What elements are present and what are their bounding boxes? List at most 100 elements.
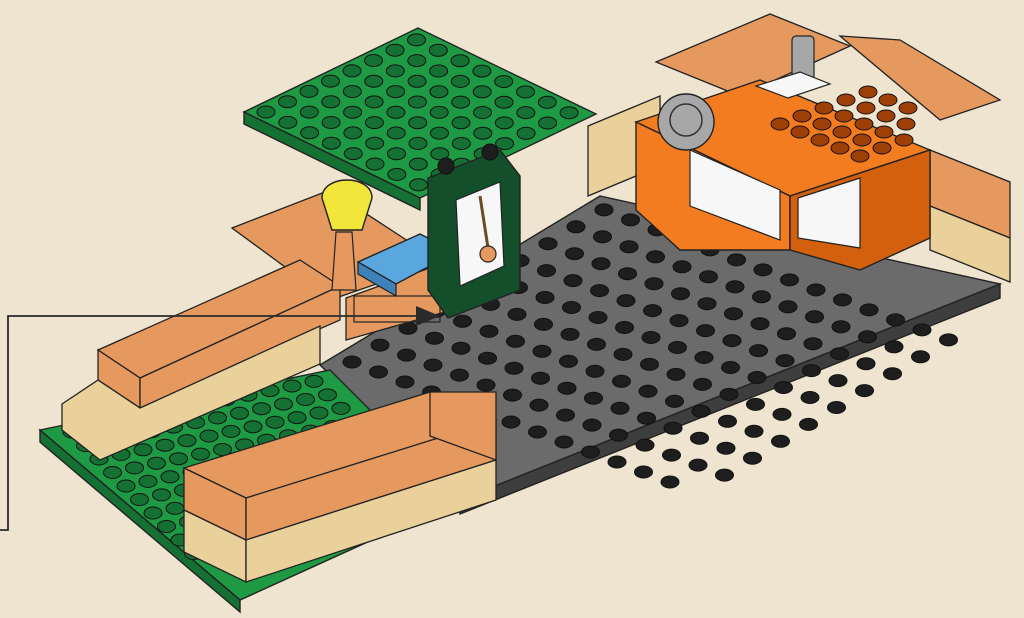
stud [751, 318, 769, 330]
stud [670, 315, 688, 327]
stud [748, 372, 766, 384]
stud [139, 475, 157, 487]
stud [366, 137, 384, 149]
stud [616, 322, 634, 334]
stud [800, 418, 818, 430]
stud [343, 86, 361, 98]
stud [398, 349, 416, 361]
stud [595, 204, 613, 216]
stud [645, 278, 663, 290]
stud [244, 421, 262, 433]
stud [161, 471, 179, 483]
stud [507, 335, 525, 347]
stud [300, 85, 318, 97]
stud [793, 110, 811, 122]
stud [371, 339, 389, 351]
stud [431, 127, 449, 139]
stud [635, 466, 653, 478]
stud [828, 402, 846, 414]
stud [538, 265, 556, 277]
stud [885, 341, 903, 353]
stud [585, 392, 603, 404]
stud [452, 342, 470, 354]
stud [301, 127, 319, 139]
stud [897, 118, 915, 130]
stud [750, 345, 768, 357]
stud [117, 480, 135, 492]
stud [305, 375, 323, 387]
stud [804, 338, 822, 350]
stud [781, 274, 799, 286]
stud [754, 264, 772, 276]
stud [409, 117, 427, 129]
stud [661, 476, 679, 488]
stud [899, 102, 917, 114]
stud [504, 389, 522, 401]
stud [940, 334, 958, 346]
stud [539, 117, 557, 129]
stud [779, 301, 797, 313]
stove-burner [658, 94, 714, 150]
stud [539, 238, 557, 250]
stud [801, 392, 819, 404]
stud [875, 126, 893, 138]
stud [408, 75, 426, 87]
stud [591, 285, 609, 297]
stud [673, 261, 691, 273]
stud [408, 55, 426, 67]
stud [452, 138, 470, 150]
stud [771, 118, 789, 130]
stud [209, 412, 227, 424]
stud [851, 150, 869, 162]
stud [772, 435, 790, 447]
stud [144, 507, 162, 519]
stud [126, 462, 144, 474]
stud [806, 311, 824, 323]
stud [873, 142, 891, 154]
stud [663, 449, 681, 461]
stud [887, 314, 905, 326]
stud [560, 355, 578, 367]
stud [582, 446, 600, 458]
stud [131, 494, 149, 506]
stud [583, 419, 601, 431]
stud [496, 138, 514, 150]
stud [343, 356, 361, 368]
stud [297, 394, 315, 406]
stud [859, 86, 877, 98]
stud [831, 142, 849, 154]
stud [639, 385, 657, 397]
stud [322, 137, 340, 149]
stud [666, 395, 684, 407]
stud [530, 399, 548, 411]
stud [387, 106, 405, 118]
stud [283, 380, 301, 392]
stud [877, 110, 895, 122]
stud [778, 328, 796, 340]
stud [853, 134, 871, 146]
stud [694, 378, 712, 390]
stud [564, 275, 582, 287]
stud [745, 425, 763, 437]
stud [344, 127, 362, 139]
stud [619, 268, 637, 280]
stud [387, 127, 405, 139]
stud [776, 355, 794, 367]
stud [560, 107, 578, 119]
stud [430, 65, 448, 77]
stud [773, 408, 791, 420]
stud [855, 118, 873, 130]
stud [837, 94, 855, 106]
stud [474, 127, 492, 139]
stud [586, 365, 604, 377]
stud [834, 294, 852, 306]
stud [642, 332, 660, 344]
stud [370, 366, 388, 378]
stud [689, 459, 707, 471]
stud [775, 382, 793, 394]
stud [408, 34, 426, 46]
stud [638, 412, 656, 424]
stud [538, 96, 556, 108]
stud [879, 94, 897, 106]
stud [430, 86, 448, 98]
